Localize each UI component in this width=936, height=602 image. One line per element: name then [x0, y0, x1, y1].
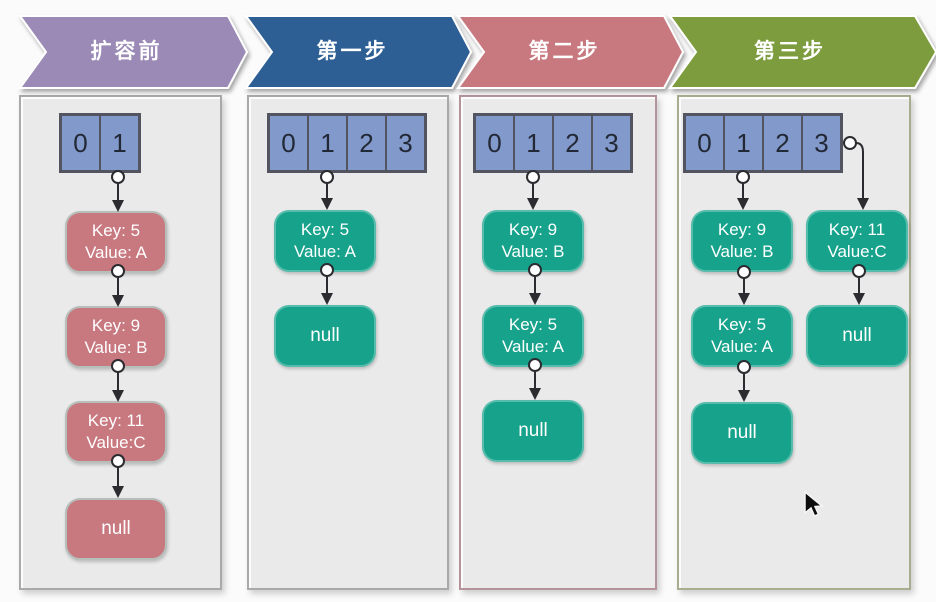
- bucket-array-step3: 0 1 2 3: [683, 113, 843, 173]
- list-node: Key: 9 Value: B: [65, 306, 167, 368]
- node-key: Key: 5: [300, 220, 350, 239]
- null-node: null: [482, 400, 584, 462]
- list-node: Key: 5 Value: A: [482, 305, 584, 367]
- node-key: Key: 9: [717, 220, 767, 239]
- array-cell: 0: [686, 116, 723, 170]
- bucket-array-step2: 0 1 2 3: [473, 113, 633, 173]
- array-cell: 1: [309, 116, 346, 170]
- node-value: Value:C: [827, 242, 887, 261]
- list-node: Key: 5 Value: A: [691, 305, 793, 367]
- banner-label-step2: 第二步: [528, 40, 601, 63]
- list-node: Key: 5 Value: A: [65, 211, 167, 273]
- banner-label-step3: 第三步: [754, 40, 826, 63]
- node-key: Key: 5: [91, 221, 141, 240]
- list-node: Key: 9 Value: B: [691, 210, 793, 272]
- list-node: Key: 11 Value:C: [806, 210, 908, 272]
- array-cell: 0: [476, 116, 513, 170]
- banner-label-step1: 第一步: [316, 40, 389, 63]
- list-node: Key: 5 Value: A: [274, 210, 376, 272]
- node-value: Value: A: [501, 337, 565, 356]
- node-key: Key: 9: [508, 220, 558, 239]
- array-cell: 3: [387, 116, 424, 170]
- list-node: Key: 9 Value: B: [482, 210, 584, 272]
- array-cell: 3: [803, 116, 840, 170]
- list-node: Key: 11 Value:C: [65, 401, 167, 463]
- null-node: null: [65, 498, 167, 560]
- node-value: Value: B: [501, 242, 565, 261]
- node-value: Value: A: [710, 337, 774, 356]
- node-key: Key: 5: [717, 315, 767, 334]
- array-cell: 2: [554, 116, 591, 170]
- banner-label-before: 扩容前: [90, 40, 163, 63]
- node-null-label: null: [727, 422, 757, 443]
- null-node: null: [274, 305, 376, 367]
- node-value: Value: A: [84, 243, 148, 262]
- bucket-array-step1: 0 1 2 3: [267, 113, 427, 173]
- array-cell: 0: [270, 116, 307, 170]
- node-value: Value:C: [86, 433, 146, 452]
- node-value: Value: B: [710, 242, 774, 261]
- array-cell: 1: [101, 116, 138, 170]
- array-cell: 0: [62, 116, 99, 170]
- node-key: Key: 9: [91, 316, 141, 335]
- node-key: Key: 11: [828, 220, 886, 239]
- array-cell: 3: [593, 116, 630, 170]
- array-cell: 1: [725, 116, 762, 170]
- bucket-array-before: 0 1: [59, 113, 141, 173]
- array-cell: 1: [515, 116, 552, 170]
- array-cell: 2: [348, 116, 385, 170]
- array-cell: 2: [764, 116, 801, 170]
- node-value: Value: A: [293, 242, 357, 261]
- node-null-label: null: [842, 325, 872, 346]
- node-key: Key: 11: [87, 411, 145, 430]
- node-null-label: null: [101, 518, 131, 539]
- null-node: null: [691, 402, 793, 464]
- node-key: Key: 5: [508, 315, 558, 334]
- node-null-label: null: [310, 325, 340, 346]
- node-null-label: null: [518, 420, 548, 441]
- node-value: Value: B: [84, 338, 148, 357]
- null-node: null: [806, 305, 908, 367]
